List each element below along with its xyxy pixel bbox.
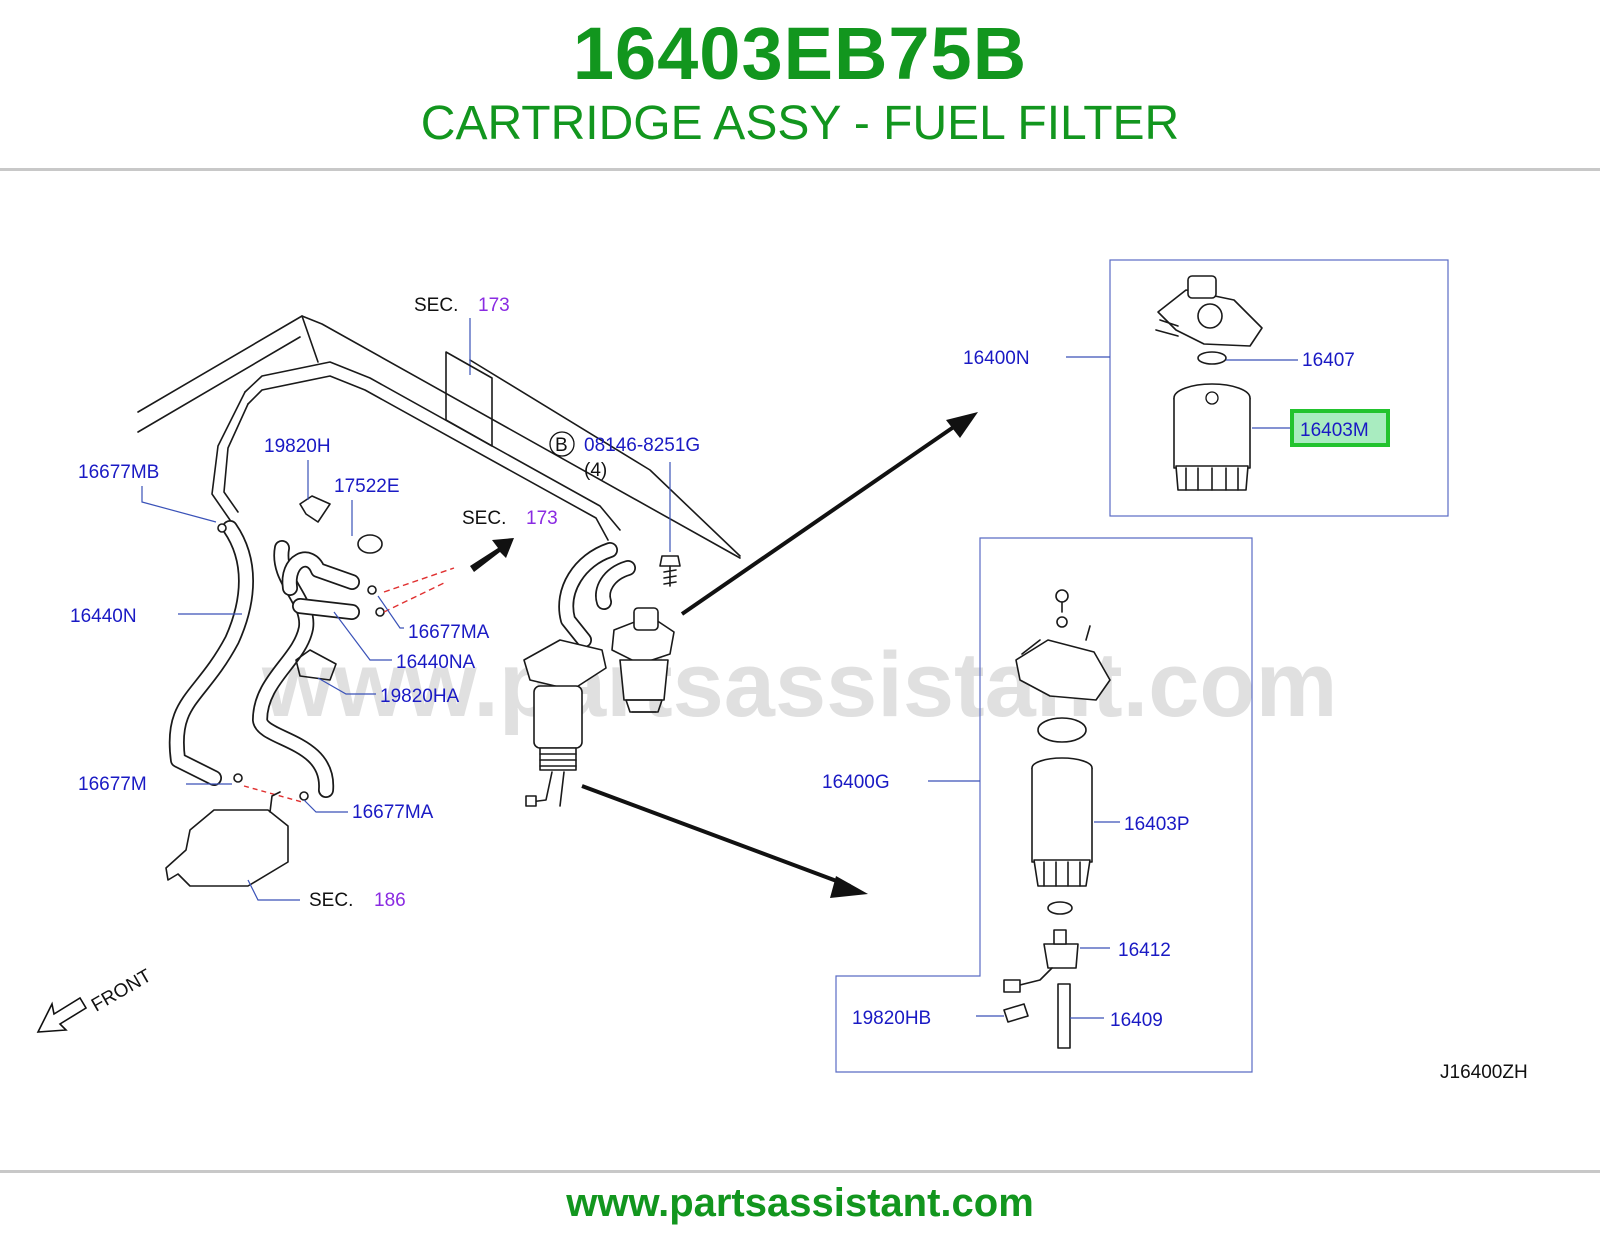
vehicle-frame-drawing [137, 315, 741, 559]
callout-16400G[interactable]: 16400G [822, 772, 890, 793]
filter-cartridge-lower-drawing [1031, 757, 1093, 887]
o-ring-drawing [1047, 901, 1073, 915]
sensor-drawing [1003, 929, 1079, 1049]
callout-16412[interactable]: 16412 [1118, 940, 1171, 961]
callout-16403P[interactable]: 16403P [1124, 814, 1190, 835]
page-header: 16403EB75B CARTRIDGE ASSY - FUEL FILTER [0, 0, 1600, 168]
section-label-prefix: SEC. [414, 295, 458, 316]
front-label: FRONT [88, 965, 156, 1016]
callout-16400N[interactable]: 16400N [963, 348, 1030, 369]
footer-divider [0, 1170, 1600, 1173]
filter-cartridge-upper-drawing [1173, 383, 1251, 491]
bolt-drawing [659, 555, 681, 587]
callout-19820HA[interactable]: 19820HA [380, 686, 460, 707]
callout-16677M[interactable]: 16677M [78, 774, 147, 795]
parts-diagram: www.partsassistant.com SEC. 173 [36, 259, 1528, 1083]
callout-16677MB[interactable]: 16677MB [78, 462, 159, 483]
arrow-to-section-173 [470, 538, 514, 572]
callout-16440NA[interactable]: 16440NA [396, 652, 476, 673]
section-label-prefix-2: SEC. [462, 508, 506, 529]
hose-clips-drawing [217, 495, 385, 801]
callout-16677MA-upper[interactable]: 16677MA [408, 622, 490, 643]
section-ref-186[interactable]: 186 [374, 890, 406, 911]
front-direction-arrow [36, 996, 88, 1033]
section-ref-173-top[interactable]: 173 [478, 295, 510, 316]
callout-16403M[interactable]: 16403M [1300, 420, 1369, 441]
bolt-quantity: (4) [584, 460, 607, 481]
callout-16409[interactable]: 16409 [1110, 1010, 1163, 1031]
part-name-subtitle: CARTRIDGE ASSY - FUEL FILTER [420, 97, 1180, 150]
diagram-code: J16400ZH [1440, 1062, 1528, 1083]
filter-head-upper-drawing [1155, 275, 1263, 365]
section-ref-173-mid[interactable]: 173 [526, 508, 558, 529]
part-number-title: 16403EB75B [572, 12, 1028, 95]
filter-head-lower-drawing [1015, 589, 1111, 701]
footer-website-link[interactable]: www.partsassistant.com [566, 1181, 1034, 1225]
callout-17522E[interactable]: 17522E [334, 476, 400, 497]
section-label-prefix-3: SEC. [309, 890, 353, 911]
fuel-tank-drawing [165, 791, 289, 887]
pointer-arrows [581, 412, 978, 898]
callout-19820H[interactable]: 19820H [264, 436, 331, 457]
bolt-marker-b: B [555, 435, 568, 456]
seal-ring-drawing [1037, 717, 1087, 743]
filter-assembly-center-drawing [523, 607, 675, 807]
callout-19820HB[interactable]: 19820HB [852, 1008, 931, 1029]
callout-08146-8251G[interactable]: 08146-8251G [584, 435, 700, 456]
callout-16440N[interactable]: 16440N [70, 606, 137, 627]
assembly-box-16400N [1109, 259, 1449, 517]
harness-clip-drawing [1003, 1003, 1029, 1023]
callout-16677MA-lower[interactable]: 16677MA [352, 802, 434, 823]
assembly-box-16400G [835, 537, 1253, 1073]
highlight-box-16403M [1290, 409, 1390, 447]
header-divider [0, 168, 1600, 171]
fuel-hose-drawing [168, 520, 636, 798]
watermark-text: www.partsassistant.com [261, 634, 1337, 736]
callout-16407[interactable]: 16407 [1302, 350, 1355, 371]
